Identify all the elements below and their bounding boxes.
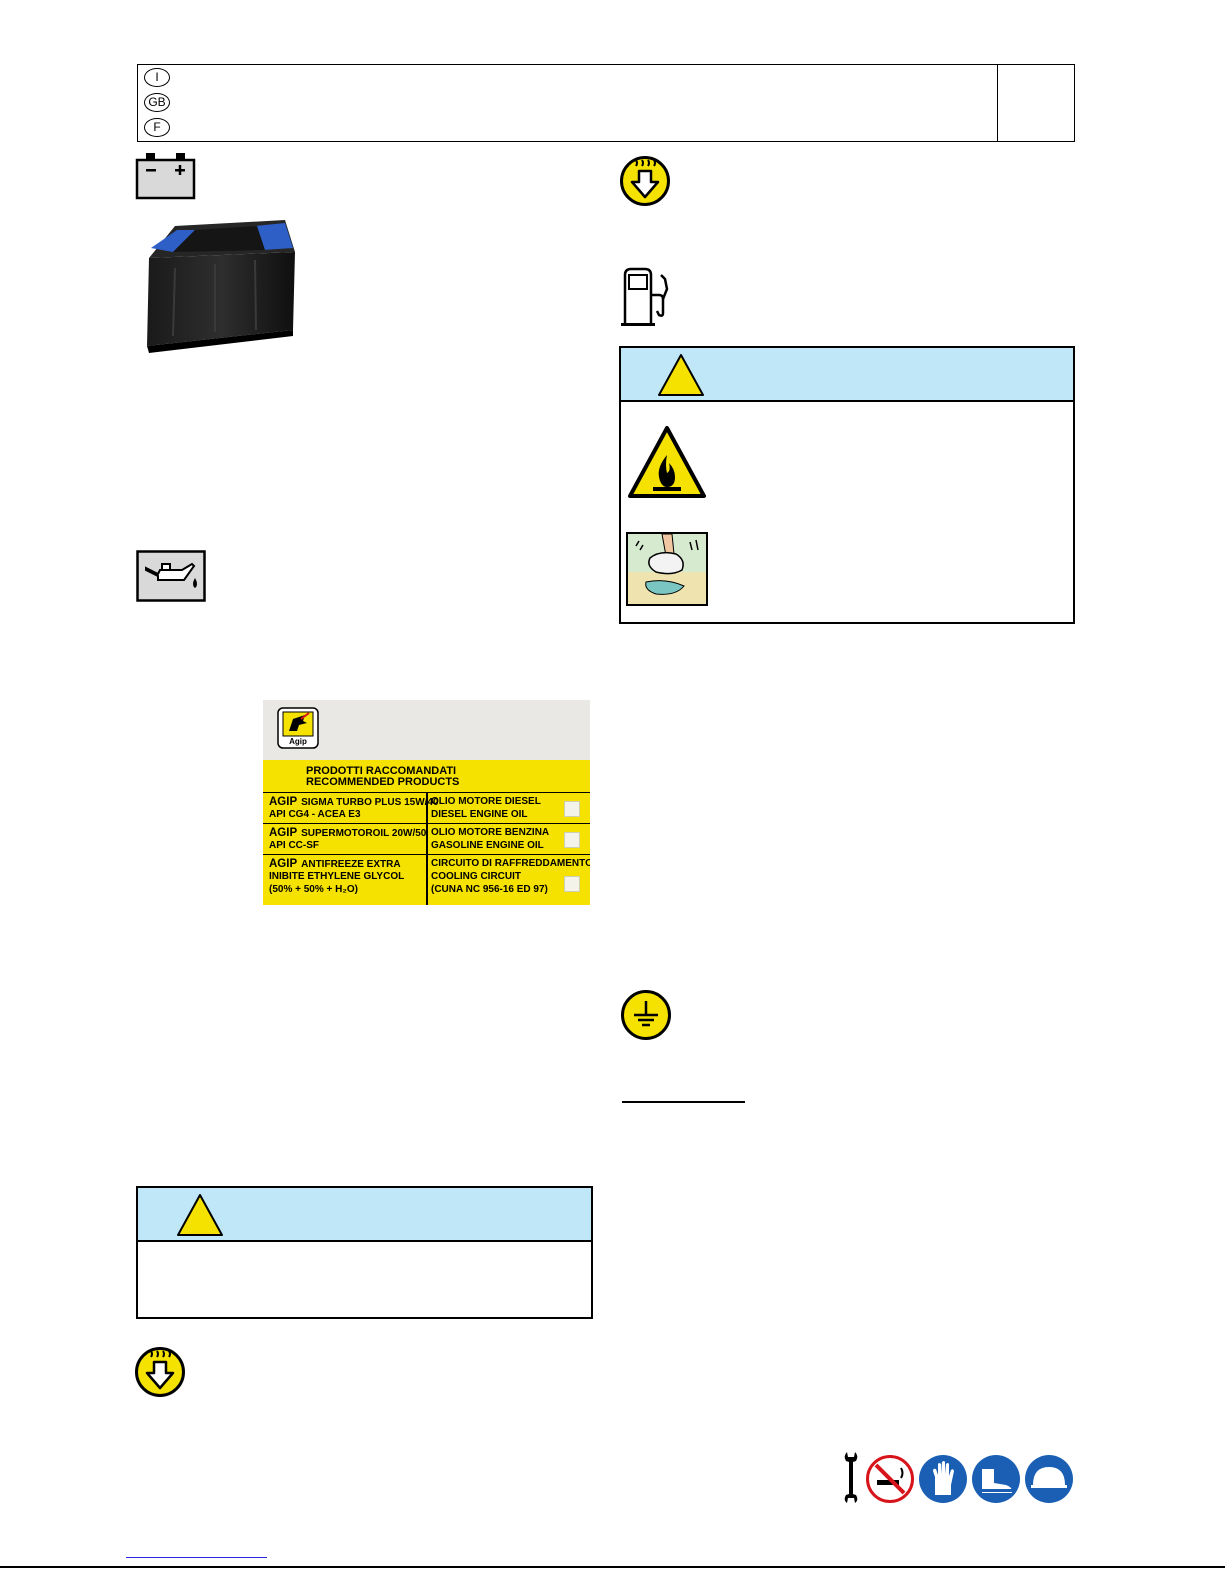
battery-photo [147, 220, 295, 353]
agip-product-use-it: OLIO MOTORE DIESEL [431, 796, 541, 807]
warning-box-right [619, 346, 1075, 624]
agip-product-spec: API CG4 - ACEA E3 [269, 809, 361, 820]
warning-box-header [138, 1188, 591, 1242]
oil-can-icon [136, 550, 206, 602]
wrench-icon [844, 1452, 858, 1503]
agip-product-ratio: (50% + 50% + H₂O) [269, 884, 358, 895]
wipe-spills-icon [626, 532, 708, 606]
agip-product-standard: (CUNA NC 956-16 ED 97) [431, 884, 548, 895]
safety-boots-icon [972, 1455, 1020, 1503]
warning-triangle-icon [658, 354, 704, 396]
agip-recommended-products-label: Agip PRODOTTI RACCOMANDATI RECOMMENDED P… [263, 700, 590, 905]
hot-surface-warning-icon [135, 1347, 185, 1397]
earth-ground-icon [621, 990, 671, 1040]
agip-checkbox [564, 876, 580, 892]
agip-product-use-it: OLIO MOTORE BENZINA [431, 827, 550, 838]
agip-product-use-en: DIESEL ENGINE OIL [431, 809, 528, 820]
agip-logo-text: Agip [289, 737, 307, 746]
agip-product-use-en: GASOLINE ENGINE OIL [431, 840, 544, 851]
agip-checkbox [564, 832, 580, 848]
helmet-icon [1025, 1455, 1073, 1503]
warning-triangle-icon [177, 1194, 223, 1236]
no-smoking-icon [866, 1455, 914, 1503]
section-underline [622, 1101, 745, 1103]
language-code-french: F [144, 118, 170, 137]
flammable-warning-icon [628, 426, 706, 498]
fuel-pump-icon [621, 267, 669, 326]
agip-heading-italian: PRODOTTI RACCOMANDATI [306, 765, 457, 777]
agip-product-use-en: COOLING CIRCUIT [431, 871, 521, 882]
battery-icon [135, 153, 196, 200]
hot-surface-warning-icon [620, 156, 670, 206]
agip-logo [277, 707, 319, 749]
gloves-icon [919, 1455, 967, 1503]
language-header-table: I GB F [137, 64, 1075, 142]
language-code-italian: I [144, 68, 170, 87]
agip-product-spec: API CC-SF [269, 840, 319, 851]
agip-heading-english: RECOMMENDED PRODUCTS [306, 776, 460, 788]
language-code-english: GB [144, 93, 170, 112]
warning-box-header [621, 348, 1073, 402]
agip-product-spec: INIBITE ETHYLENE GLYCOL [269, 871, 405, 882]
agip-checkbox [564, 801, 580, 817]
header-divider [997, 65, 998, 141]
warning-box-left [136, 1186, 593, 1319]
footer-link-underline[interactable] [126, 1557, 267, 1558]
agip-column-divider [426, 793, 428, 905]
agip-product-use-it: CIRCUITO DI RAFFREDDAMENTO [431, 858, 590, 869]
footer-rule [0, 1566, 1225, 1568]
